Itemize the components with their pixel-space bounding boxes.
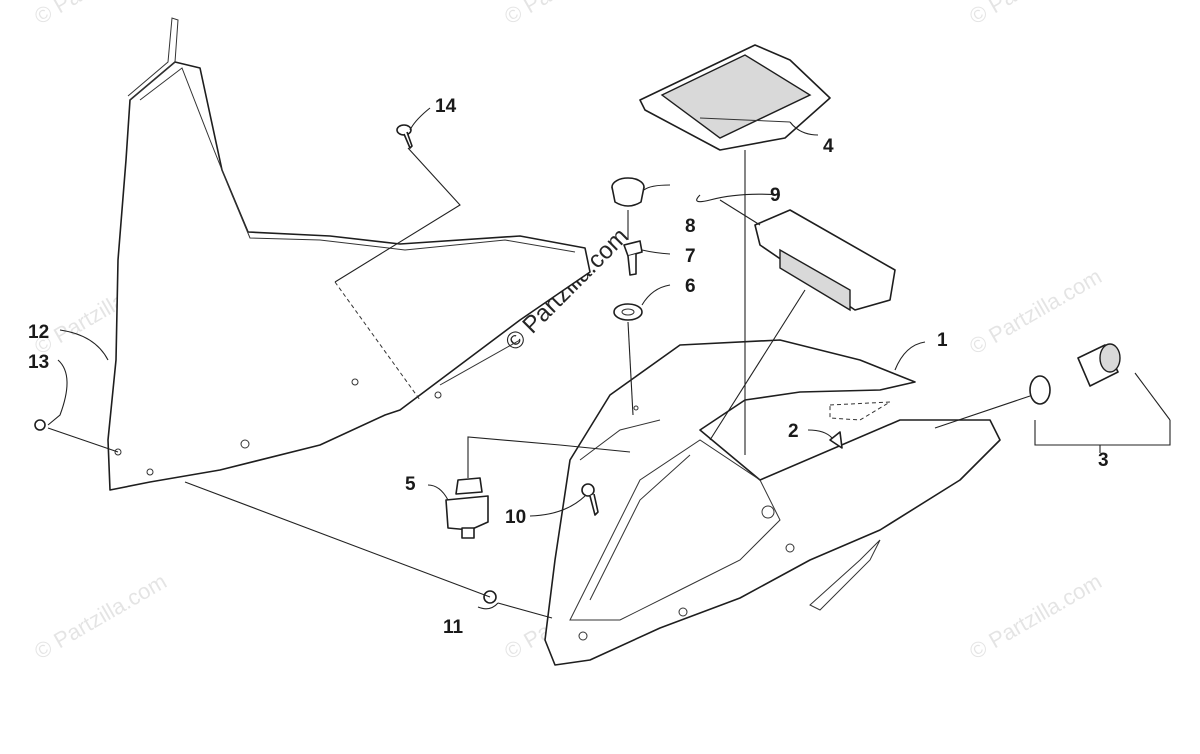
screw-part-14 <box>396 124 413 149</box>
watermark-text: © Partzilla.com <box>965 569 1106 665</box>
callout-labels: 1 2 3 4 5 6 7 8 9 10 11 12 13 14 <box>28 96 1109 638</box>
callout-8: 8 <box>685 216 696 237</box>
screw-part-2 <box>829 431 843 449</box>
key-part <box>623 240 643 276</box>
ring-cap-part <box>611 177 645 207</box>
hood-part <box>544 339 1001 666</box>
watermark-text: © Partzilla.com <box>965 264 1106 360</box>
windshield-part <box>107 17 591 491</box>
switch-part <box>445 477 489 539</box>
callout-1: 1 <box>937 330 948 351</box>
callout-9: 9 <box>770 185 781 206</box>
callout-2: 2 <box>788 421 799 442</box>
callout-7: 7 <box>685 246 696 267</box>
leader-lines <box>47 107 1171 619</box>
screw-part-13 <box>34 419 46 431</box>
callout-4: 4 <box>823 136 834 157</box>
watermark-text: © Partzilla.com <box>30 0 171 29</box>
callout-12: 12 <box>28 322 49 343</box>
screw-part-10 <box>581 483 599 516</box>
callout-3: 3 <box>1098 450 1109 471</box>
socket-assembly-part <box>1029 343 1121 405</box>
washer-part <box>613 303 643 321</box>
callout-5: 5 <box>405 474 416 495</box>
storage-tray-part <box>639 44 831 151</box>
watermark-text: © Partzilla.com <box>30 569 171 665</box>
callout-11: 11 <box>443 617 464 638</box>
callout-6: 6 <box>685 276 696 297</box>
callout-10: 10 <box>505 507 526 528</box>
callout-13: 13 <box>28 352 49 373</box>
module-part <box>754 209 896 312</box>
watermark-text: © Partzilla.com <box>965 0 1106 29</box>
watermark-text: © Partzilla.com <box>500 0 641 29</box>
callout-14: 14 <box>435 96 457 117</box>
